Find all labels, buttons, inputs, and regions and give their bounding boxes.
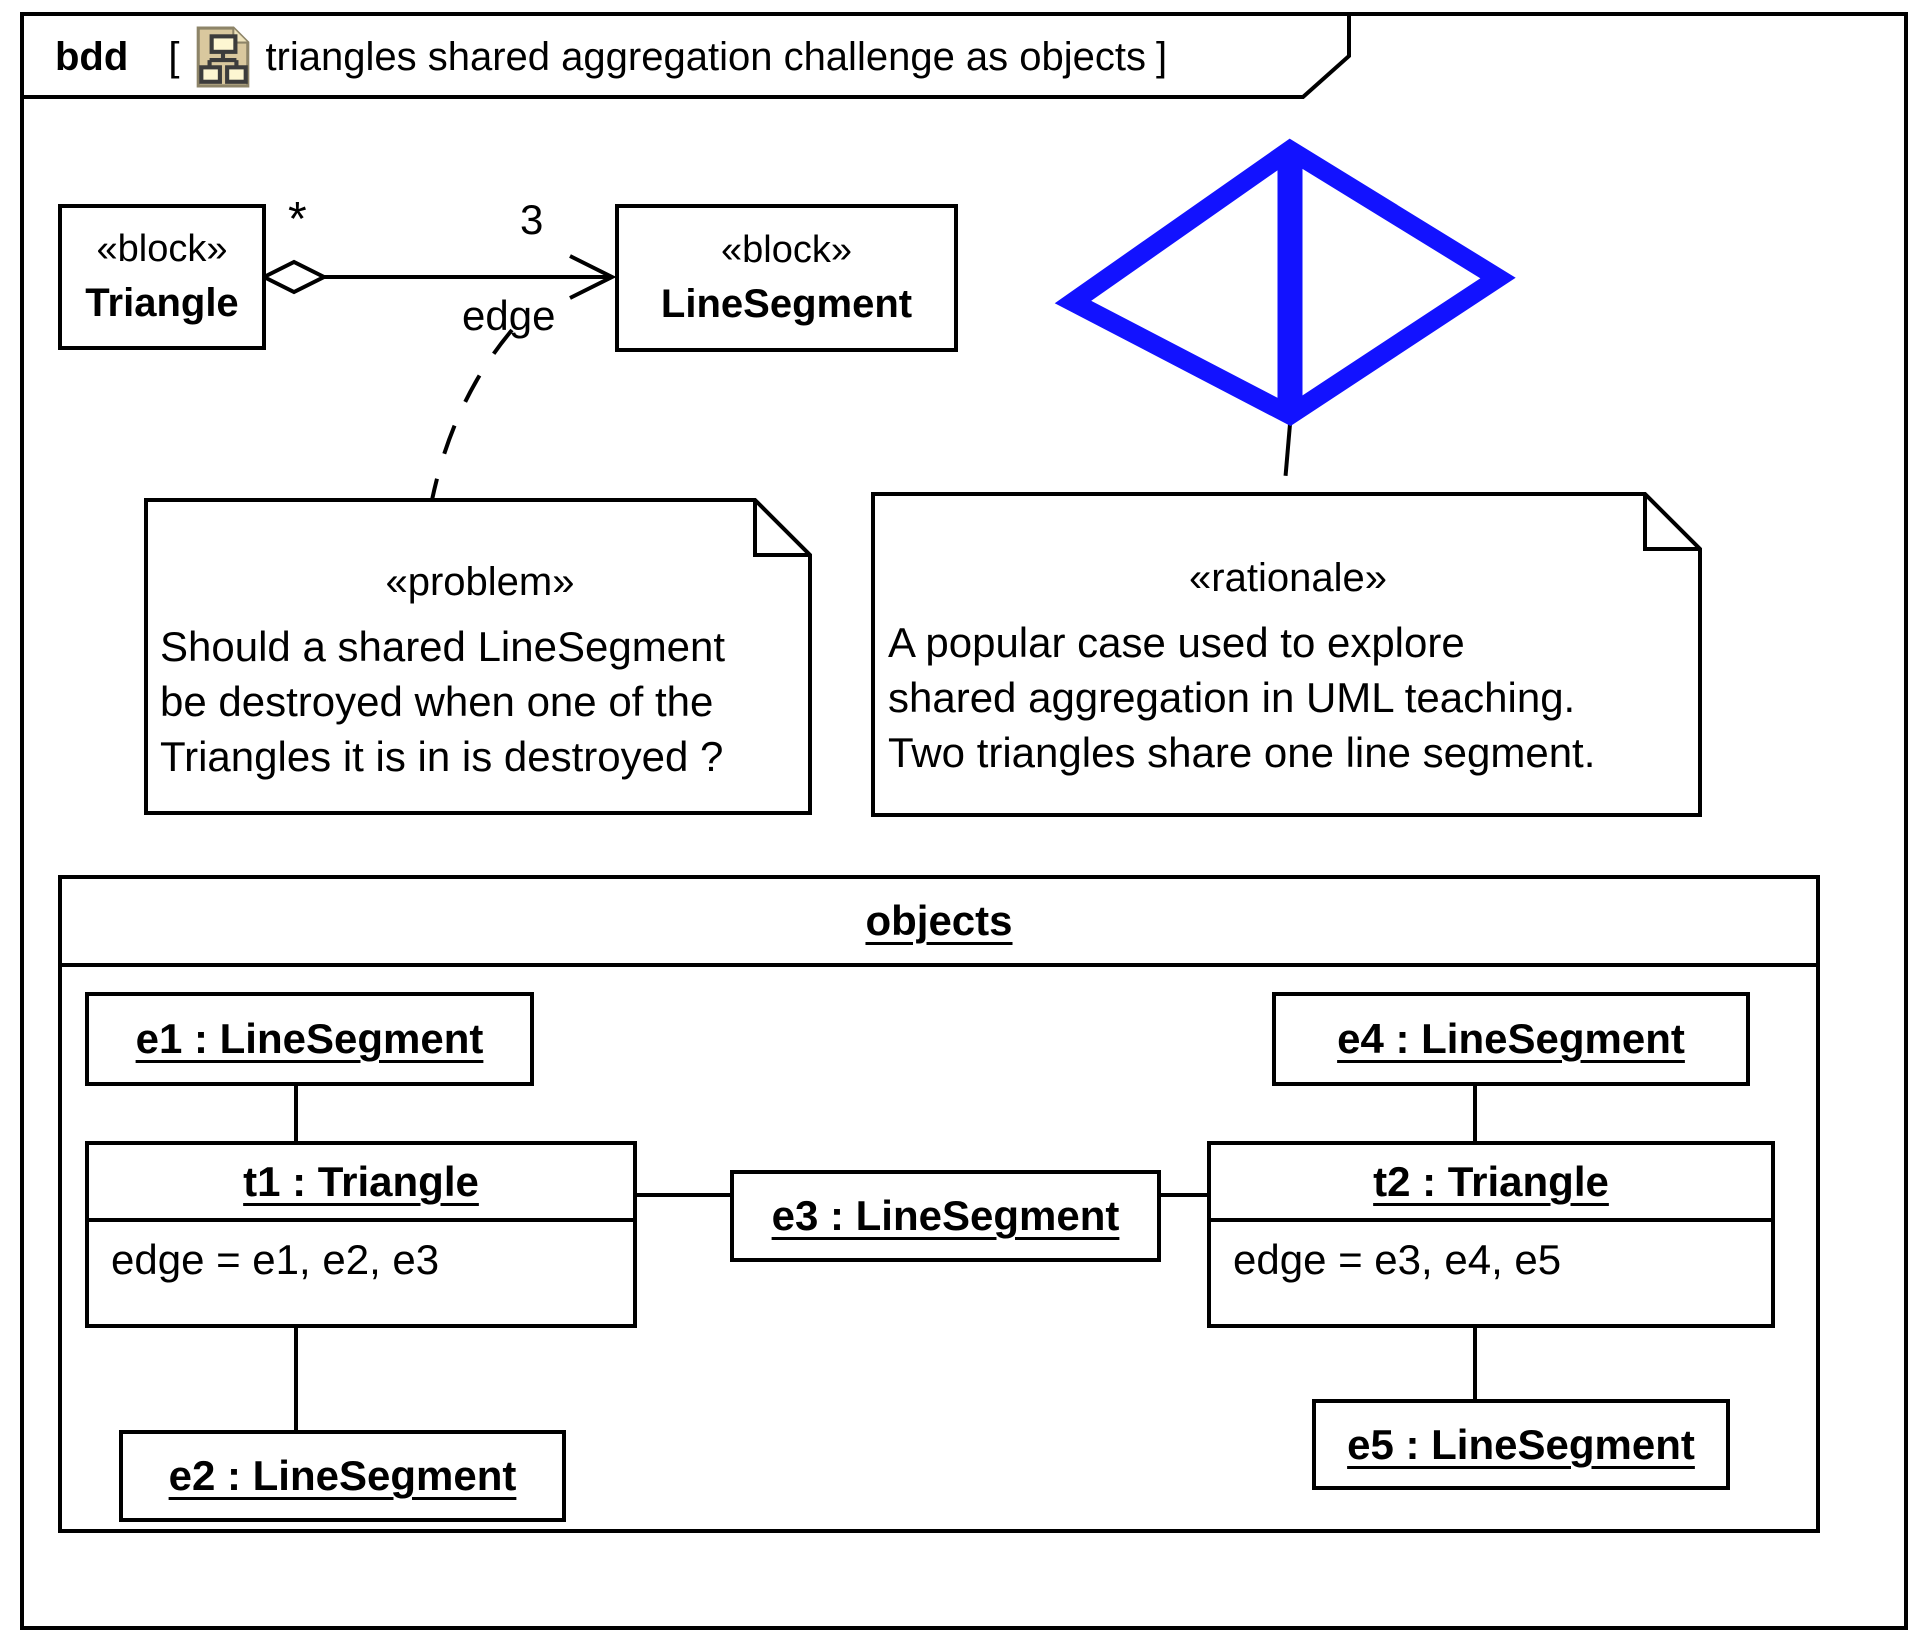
problem-note-line: Should a shared LineSegment <box>160 623 726 670</box>
frame-title-tab-shape <box>20 12 1351 99</box>
problem-note-line: be destroyed when one of the <box>160 678 714 725</box>
object-e5-linesegment[interactable]: e5 : LineSegment <box>1312 1399 1730 1490</box>
rationale-note-stereotype: «rationale» <box>1189 556 1387 600</box>
object-name: t1 : Triangle <box>243 1157 479 1205</box>
frame-title: bdd [ triangles shared aggregation chall… <box>55 25 1177 89</box>
object-t1-triangle[interactable]: t1 : Triangle edge = e1, e2, e3 <box>85 1141 637 1328</box>
problem-note-text: «problem» Should a shared LineSegment be… <box>160 560 800 784</box>
blue-triangles-outline[interactable] <box>1054 138 1516 427</box>
rationale-note-fold-icon <box>1643 494 1700 551</box>
object-name: e2 : LineSegment <box>168 1452 517 1499</box>
role-name-label: edge <box>462 292 556 339</box>
problem-note-anchor-dashed-line[interactable] <box>430 328 514 501</box>
object-e2-linesegment[interactable]: e2 : LineSegment <box>119 1430 566 1522</box>
aggregation-diamond-icon <box>259 259 329 295</box>
close-bracket: ] <box>1156 34 1168 79</box>
rationale-note-anchor-dashed-line[interactable] <box>1282 423 1292 495</box>
object-attribute: edge = e1, e2, e3 <box>111 1236 440 1283</box>
object-name: e5 : LineSegment <box>1347 1420 1695 1468</box>
object-name: e4 : LineSegment <box>1337 1015 1685 1062</box>
rationale-note-line: A popular case used to explore <box>888 619 1465 666</box>
rationale-note-shape[interactable] <box>871 492 1702 817</box>
rationale-note-line: shared aggregation in UML teaching. <box>888 674 1576 721</box>
object-name: e3 : LineSegment <box>771 1192 1120 1239</box>
multiplicity-target-label: 3 <box>520 196 544 243</box>
open-arrowhead-icon <box>569 254 617 300</box>
block-diagram-icon <box>195 25 251 89</box>
objects-panel-title: objects <box>865 897 1013 944</box>
object-name: t2 : Triangle <box>1373 1157 1609 1205</box>
block-linesegment[interactable]: «block» LineSegment <box>615 204 958 352</box>
block-triangle-stereotype: «block» <box>96 228 228 270</box>
objects-panel-header: objects <box>62 879 1816 967</box>
problem-note-line: Triangles it is in is destroyed ? <box>160 733 724 780</box>
block-triangle-name: Triangle <box>85 281 239 325</box>
block-linesegment-stereotype: «block» <box>721 229 852 271</box>
object-attribute: edge = e3, e4, e5 <box>1233 1236 1562 1283</box>
rationale-note-line: Two triangles share one line segment. <box>888 729 1596 776</box>
block-triangle[interactable]: «block» Triangle <box>58 204 266 350</box>
diagram-title: triangles shared aggregation challenge a… <box>265 34 1147 79</box>
object-e3-linesegment[interactable]: e3 : LineSegment <box>730 1170 1161 1262</box>
object-e1-linesegment[interactable]: e1 : LineSegment <box>85 992 534 1086</box>
object-e4-linesegment[interactable]: e4 : LineSegment <box>1272 992 1750 1086</box>
objects-panel[interactable]: objects <box>58 875 1820 1533</box>
rationale-note-text: «rationale» A popular case used to explo… <box>888 556 1688 780</box>
diagram-type-label: bdd <box>55 34 129 79</box>
object-name-compartment: t1 : Triangle <box>89 1145 633 1222</box>
multiplicity-source-label: * <box>288 193 307 246</box>
object-name-compartment: t2 : Triangle <box>1211 1145 1771 1222</box>
open-bracket: [ <box>168 34 180 79</box>
object-name: e1 : LineSegment <box>135 1015 484 1062</box>
problem-note-fold-icon <box>753 500 810 557</box>
problem-note-shape[interactable] <box>144 498 812 815</box>
problem-note-stereotype: «problem» <box>385 560 575 604</box>
frame-border <box>20 12 1908 1630</box>
object-t2-triangle[interactable]: t2 : Triangle edge = e3, e4, e5 <box>1207 1141 1775 1328</box>
block-linesegment-name: LineSegment <box>660 282 913 326</box>
